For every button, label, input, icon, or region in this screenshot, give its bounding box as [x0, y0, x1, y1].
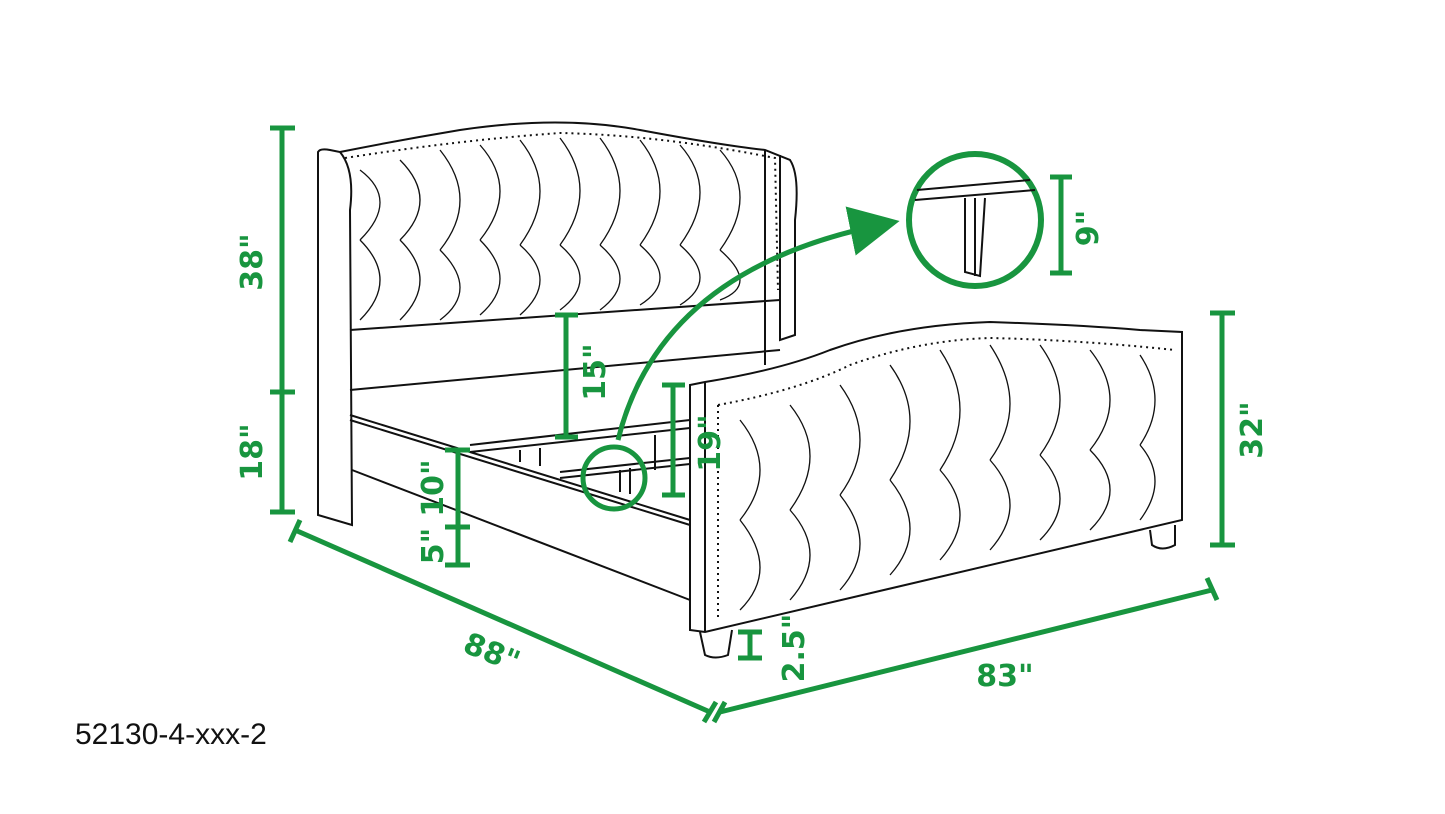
footboard — [689, 320, 1183, 659]
slat-detail-callout — [580, 151, 1044, 512]
headboard-nailhead-trim — [344, 131, 779, 291]
footboard-nailhead-trim — [717, 336, 1176, 620]
dimension-lines — [270, 125, 1235, 724]
dim-slat-clearance: 19" — [693, 414, 728, 471]
dim-leg-height: 2.5" — [777, 614, 812, 683]
headboard-tufting — [359, 137, 741, 321]
dim-slat-detail: 9" — [1071, 210, 1106, 247]
dim-width: 83" — [976, 659, 1033, 694]
dim-headboard-upper: 38" — [235, 233, 270, 290]
model-code: 52130-4-xxx-2 — [75, 718, 267, 751]
footboard-tufting — [739, 344, 1156, 611]
dim-footboard-height: 32" — [1235, 401, 1270, 458]
dim-rail-clearance: 5" — [416, 528, 451, 565]
dim-headboard-lower: 18" — [235, 423, 270, 480]
dim-headboard-to-rail: 15" — [578, 343, 613, 400]
dim-length: 88" — [458, 626, 524, 680]
dim-rail-height: 10" — [416, 459, 451, 516]
side-rail — [349, 414, 691, 601]
